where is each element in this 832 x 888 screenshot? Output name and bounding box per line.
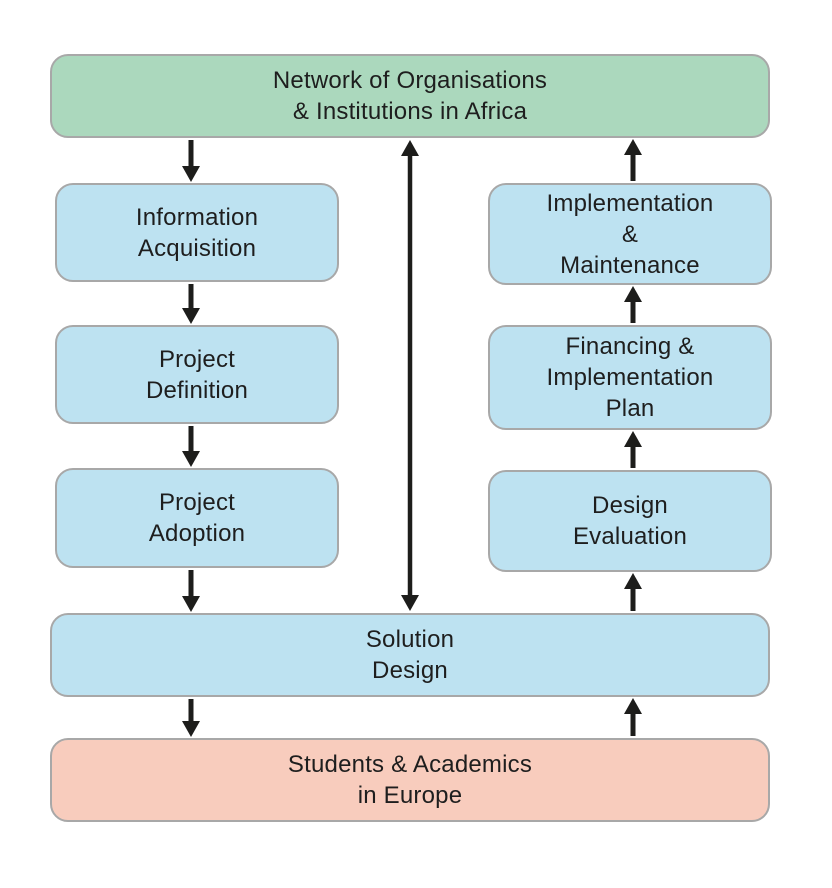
node-implementation-maintenance: Implementation & Maintenance: [488, 183, 772, 285]
arrow-solution-to-students: [182, 699, 200, 737]
arrow-students-to-solution: [624, 698, 642, 736]
node-project-definition-line1: Project: [158, 345, 236, 373]
arrow-information-to-definition: [182, 284, 200, 324]
arrow-network-solution-bidirectional: [401, 140, 419, 611]
node-project-adoption-line2: Adoption: [148, 520, 246, 547]
node-information-acquisition-line2: Acquisition: [137, 234, 257, 262]
node-network-africa-line2: & Institutions in Africa: [292, 98, 528, 125]
node-design-evaluation: Design Evaluation: [488, 470, 772, 572]
node-design-evaluation-line1: Design: [592, 492, 668, 519]
node-financing-implementation-plan: Financing & Implementation Plan: [488, 325, 772, 430]
arrow-implementation-to-network: [624, 139, 642, 181]
node-implementation-maintenance-line2: &: [621, 220, 639, 248]
node-information-acquisition-line1: Information: [135, 203, 259, 231]
node-project-definition: Project Definition: [55, 325, 339, 424]
node-students-europe: Students & Academics in Europe: [50, 738, 770, 822]
node-design-evaluation-line2: Evaluation: [572, 523, 688, 550]
arrow-financing-to-implementation: [624, 286, 642, 323]
node-students-europe-line2: in Europe: [357, 782, 463, 809]
node-solution-design-line2: Design: [372, 657, 448, 684]
node-project-definition-line2: Definition: [145, 376, 249, 404]
node-network-africa: Network of Organisations & Institutions …: [50, 54, 770, 138]
arrow-solution-to-evaluation: [624, 573, 642, 611]
arrow-definition-to-adoption: [182, 426, 200, 467]
node-project-adoption-line1: Project: [158, 489, 236, 516]
node-project-adoption: Project Adoption: [55, 468, 339, 568]
node-network-africa-line1: Network of Organisations: [272, 67, 548, 94]
arrow-adoption-to-solution: [182, 570, 200, 612]
node-solution-design-line1: Solution: [365, 626, 455, 653]
node-implementation-maintenance-line1: Implementation: [546, 189, 714, 217]
node-information-acquisition: Information Acquisition: [55, 183, 339, 282]
node-students-europe-line1: Students & Academics: [287, 751, 533, 778]
node-financing-implementation-plan-line2: Implementation: [546, 364, 714, 391]
arrow-network-to-information: [182, 140, 200, 182]
arrow-evaluation-to-financing: [624, 431, 642, 468]
node-implementation-maintenance-line3: Maintenance: [560, 251, 700, 279]
node-financing-implementation-plan-line1: Financing &: [565, 333, 695, 360]
node-solution-design: Solution Design: [50, 613, 770, 697]
node-financing-implementation-plan-line3: Plan: [605, 395, 655, 422]
